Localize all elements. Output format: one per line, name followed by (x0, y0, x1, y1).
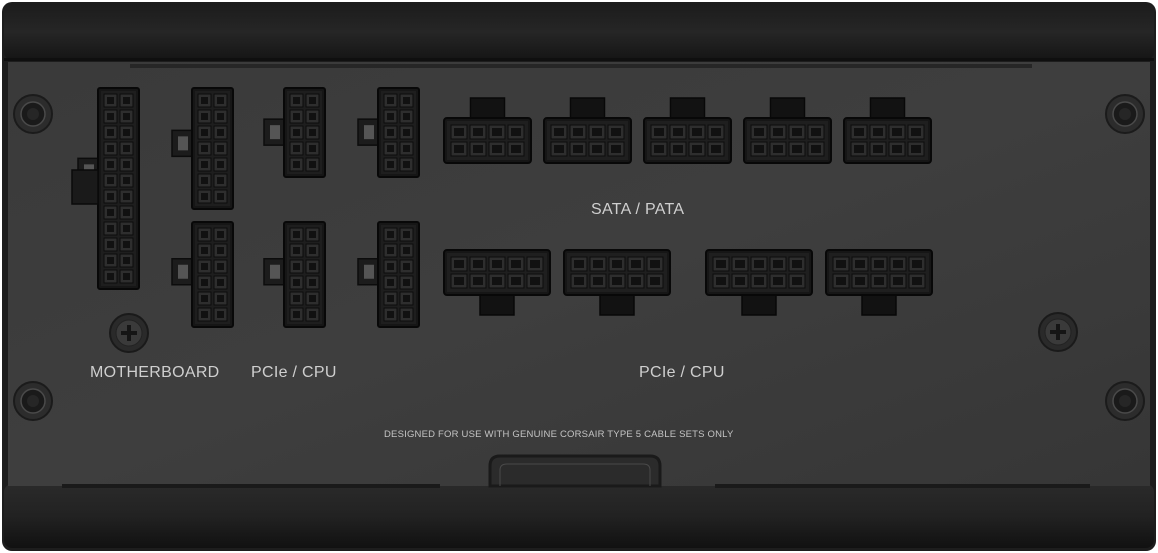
screw-top-right (1105, 94, 1145, 134)
sata-pata-label: SATA / PATA (591, 201, 685, 218)
motherboard-connector-main[interactable] (77, 87, 140, 290)
pcie-cpu-right-socket-3[interactable] (705, 249, 813, 316)
motherboard-connector-upper[interactable] (171, 87, 234, 210)
sata-pata-socket-5[interactable] (843, 97, 932, 164)
pcie-cpu-right-label: PCIe / CPU (639, 364, 725, 381)
top-bar (4, 4, 1154, 60)
bottom-bar (4, 484, 1154, 548)
pcie-cpu-right-socket-1[interactable] (443, 249, 551, 316)
motherboard-label: MOTHERBOARD (90, 364, 220, 381)
pcie-cpu-right-socket-2[interactable] (563, 249, 671, 316)
screw-top-left (13, 94, 53, 134)
cable-notice: DESIGNED FOR USE WITH GENUINE CORSAIR TY… (384, 429, 734, 440)
sata-pata-socket-3[interactable] (643, 97, 732, 164)
bottom-notch (488, 454, 662, 488)
pcie-cpu-left-label: PCIe / CPU (251, 364, 337, 381)
pcie-cpu-right-socket-4[interactable] (825, 249, 933, 316)
screw-center-left (109, 313, 149, 353)
pcie-cpu-socket-2[interactable] (263, 221, 326, 328)
motherboard-connector-lower[interactable] (171, 221, 234, 328)
sata-pata-socket-2[interactable] (543, 97, 632, 164)
sata-pata-socket-1[interactable] (443, 97, 532, 164)
pcie-cpu-socket-1[interactable] (263, 87, 326, 178)
pcie-cpu-socket-4[interactable] (357, 221, 420, 328)
pcie-cpu-socket-3[interactable] (357, 87, 420, 178)
sata-pata-socket-4[interactable] (743, 97, 832, 164)
screw-bottom-right (1105, 381, 1145, 421)
screw-bottom-left (13, 381, 53, 421)
screw-center-right (1038, 312, 1078, 352)
